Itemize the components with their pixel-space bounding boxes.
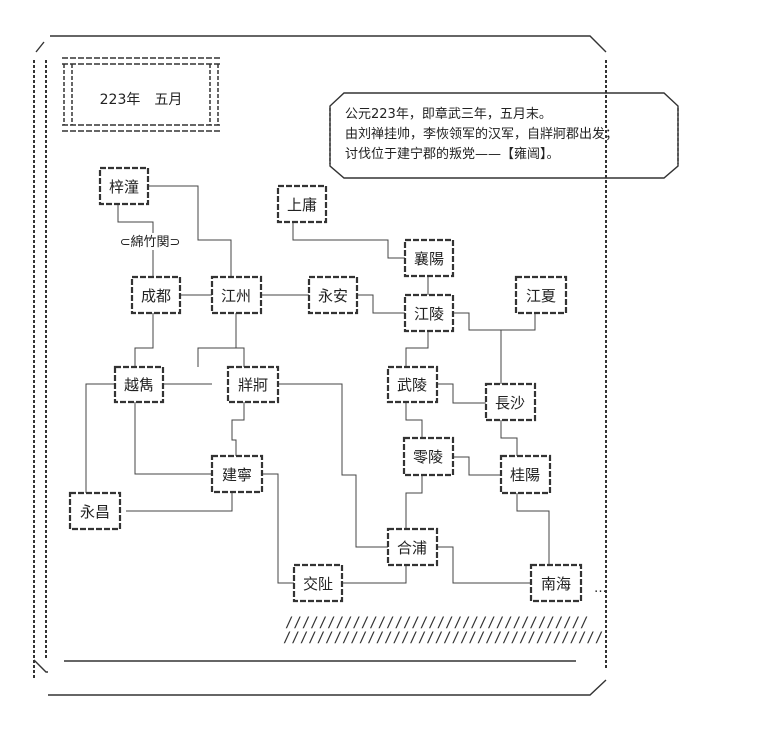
trailing-dots: …	[594, 581, 607, 596]
city-label: 上庸	[287, 196, 317, 214]
city-label: 長沙	[495, 394, 525, 412]
city-label: 牂牁	[238, 376, 268, 394]
city-shangyong[interactable]: 上庸	[276, 184, 328, 224]
city-label: 建寧	[222, 466, 252, 484]
hatch-row-1: ////////////////////////////////////	[285, 615, 588, 631]
date-label: 223年 五月	[100, 92, 183, 108]
city-jiaozhi[interactable]: 交阯	[292, 563, 344, 603]
city-label: 越雋	[124, 376, 154, 394]
city-xiangyang[interactable]: 襄陽	[403, 238, 455, 278]
city-jianning[interactable]: 建寧	[210, 454, 264, 494]
city-label: 梓潼	[109, 178, 139, 196]
narration-bubble: 公元223年，即章武三年，五月末。 由刘禅挂帅，李恢领军的汉军，自牂牁郡出发； …	[329, 92, 679, 179]
narration-line-1: 公元223年，即章武三年，五月末。	[345, 106, 552, 122]
outer-frame: //////////////////////////////////// ///…	[33, 35, 607, 696]
narration-line-3: 讨伐位于建宁郡的叛党——【雍闿】。	[345, 146, 560, 162]
city-lingling[interactable]: 零陵	[402, 436, 455, 477]
city-zangke[interactable]: 牂牁	[226, 365, 280, 404]
city-jiangling[interactable]: 江陵	[403, 293, 455, 333]
city-jiangzhou[interactable]: 江州	[210, 275, 263, 315]
city-label: 成都	[141, 287, 171, 305]
city-label: 襄陽	[414, 250, 444, 268]
city-guiyang[interactable]: 桂陽	[499, 454, 552, 495]
city-label: 合浦	[397, 539, 427, 557]
city-label: 零陵	[413, 448, 443, 466]
hatch-row-2: //////////////////////////////////////	[283, 630, 603, 646]
city-nanhai[interactable]: 南海	[529, 563, 583, 603]
city-label: 江州	[221, 287, 251, 305]
city-label: 武陵	[397, 376, 427, 394]
city-hepu[interactable]: 合浦	[386, 527, 439, 567]
city-label: 永安	[318, 287, 348, 305]
mianzhu-pass-label: ⊂綿竹関⊃	[120, 235, 181, 250]
city-jiangxia[interactable]: 江夏	[514, 275, 568, 315]
city-changsha[interactable]: 長沙	[484, 382, 537, 422]
city-wuling[interactable]: 武陵	[386, 365, 439, 404]
city-yongchang[interactable]: 永昌	[68, 491, 122, 531]
narration-line-2: 由刘禅挂帅，李恢领军的汉军，自牂牁郡出发；	[345, 126, 618, 142]
city-label: 桂陽	[510, 466, 540, 484]
city-yongan[interactable]: 永安	[307, 275, 359, 315]
city-yuexi[interactable]: 越雋	[113, 365, 165, 404]
route-network	[85, 185, 550, 584]
city-label: 江夏	[526, 287, 556, 305]
city-zitong[interactable]: 梓潼	[98, 166, 150, 206]
city-label: 交阯	[303, 575, 333, 593]
city-label: 南海	[541, 575, 571, 593]
city-label: 永昌	[80, 503, 110, 521]
city-chengdu[interactable]: 成都	[130, 275, 182, 315]
date-box: 223年 五月	[62, 57, 220, 132]
city-label: 江陵	[414, 305, 444, 323]
